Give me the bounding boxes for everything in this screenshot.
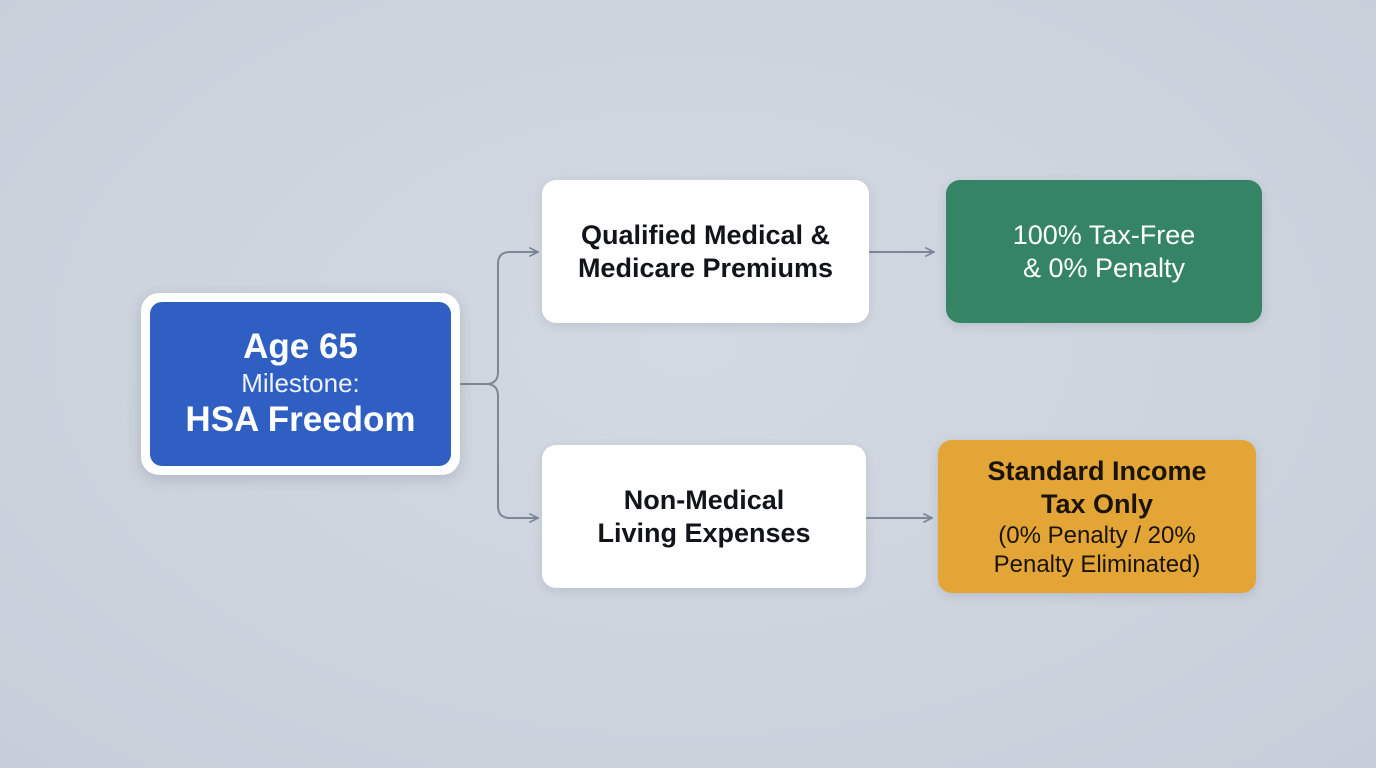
outcome-label-line2: & 0% Penalty (1022, 252, 1186, 283)
outcome-label-line1: 100% Tax-Free (1012, 219, 1196, 250)
root-title: Age 65 (243, 327, 358, 366)
condition-node-qualified-medical: Qualified Medical & Medicare Premiums (542, 180, 869, 323)
outcome-title-line2: Tax Only (1040, 488, 1154, 519)
connector-root-trunk (460, 251, 539, 385)
outcome-note-line2: Penalty Eliminated) (993, 550, 1201, 578)
outcome-note-line1: (0% Penalty / 20% (998, 521, 1196, 549)
condition-node-non-medical: Non-Medical Living Expenses (542, 445, 866, 588)
root-node-age-65: Age 65 Milestone: HSA Freedom (141, 293, 460, 475)
condition-label-line2: Medicare Premiums (577, 252, 834, 283)
condition-label-line1: Qualified Medical & (580, 219, 831, 250)
root-node-fill: Age 65 Milestone: HSA Freedom (150, 302, 451, 466)
outcome-node-income-tax: Standard Income Tax Only (0% Penalty / 2… (938, 440, 1256, 593)
root-subtitle: Milestone: (241, 368, 360, 398)
condition-label-line1: Non-Medical (623, 484, 785, 515)
connector-root-to-nonmedical (485, 383, 539, 523)
outcome-title-line1: Standard Income (987, 455, 1207, 486)
outcome-node-tax-free: 100% Tax-Free & 0% Penalty (946, 180, 1262, 323)
root-heading: HSA Freedom (185, 400, 416, 439)
condition-label-line2: Living Expenses (597, 517, 811, 548)
